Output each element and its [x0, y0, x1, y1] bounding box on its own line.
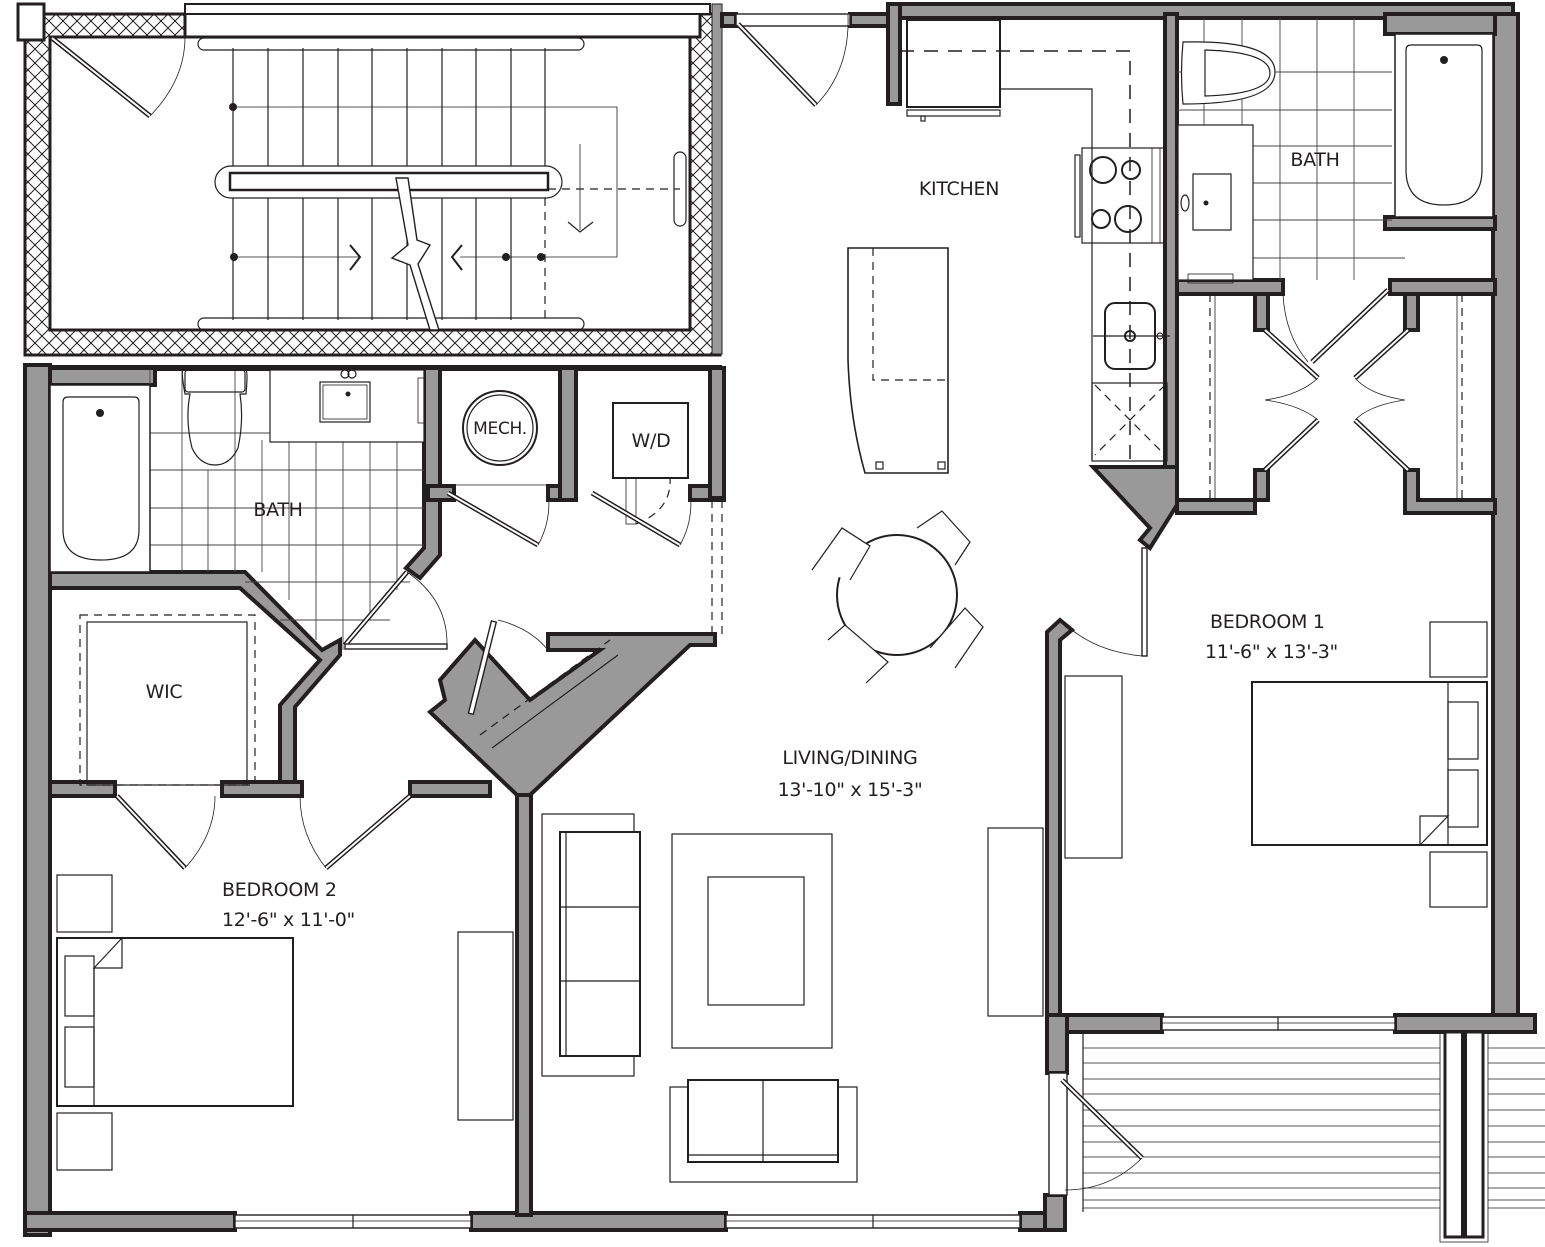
- sink-icon: [269, 369, 425, 443]
- room-label-bath-master: BATH: [1290, 149, 1340, 171]
- stair-icon: [16, 2, 723, 357]
- loveseat-icon: [669, 1079, 858, 1183]
- dining-table-icon: [811, 510, 984, 684]
- water-heater-icon: [440, 390, 550, 548]
- bathtub-icon: [1394, 33, 1494, 218]
- range-icon: [1074, 147, 1166, 244]
- room-dims-living: 13'-10" x 15'-3": [777, 779, 923, 801]
- closet-door: [467, 619, 619, 749]
- walls: [23, 2, 1537, 1237]
- coffee-table: [671, 833, 833, 1049]
- sink-icon: [1093, 302, 1170, 370]
- toilet-icon: [181, 369, 248, 466]
- refrigerator-icon: [906, 19, 1001, 122]
- bed-icon: [56, 936, 294, 1107]
- room-label-living: LIVING/DINING: [782, 747, 918, 769]
- room-dims-bedroom-1: 11'-6" x 13'-3": [1205, 641, 1338, 663]
- toilet-icon: [1180, 41, 1276, 105]
- sofa-icon: [541, 813, 641, 1077]
- bed-icon: [1251, 681, 1488, 847]
- windows: [234, 13, 1396, 1229]
- room-label-mech: MECH.: [473, 419, 527, 439]
- room-label-kitchen: KITCHEN: [918, 178, 1000, 200]
- bedroom-1: [987, 547, 1488, 1017]
- room-label-wic: WIC: [145, 681, 183, 703]
- dishwasher-icon: [1091, 382, 1168, 462]
- balcony-icon: [1048, 1030, 1545, 1243]
- sink-icon: [1177, 124, 1254, 284]
- kitchen-island: [847, 247, 949, 474]
- washer-dryer-icon: [590, 402, 723, 634]
- bathtub-icon: [49, 384, 151, 573]
- room-label-bedroom-2: BEDROOM 2: [222, 879, 337, 901]
- bath-master: [1177, 18, 1494, 500]
- room-label-bedroom-1: BEDROOM 1: [1210, 611, 1325, 633]
- room-label-wd: W/D: [631, 430, 671, 452]
- wic: [79, 614, 412, 870]
- room-label-bath-2: BATH: [253, 499, 303, 521]
- kitchen: [736, 14, 1170, 474]
- room-dims-bedroom-2: 12'-6" x 11'-0": [222, 909, 355, 931]
- bedroom-2: [56, 874, 514, 1171]
- bath-2: [49, 369, 448, 650]
